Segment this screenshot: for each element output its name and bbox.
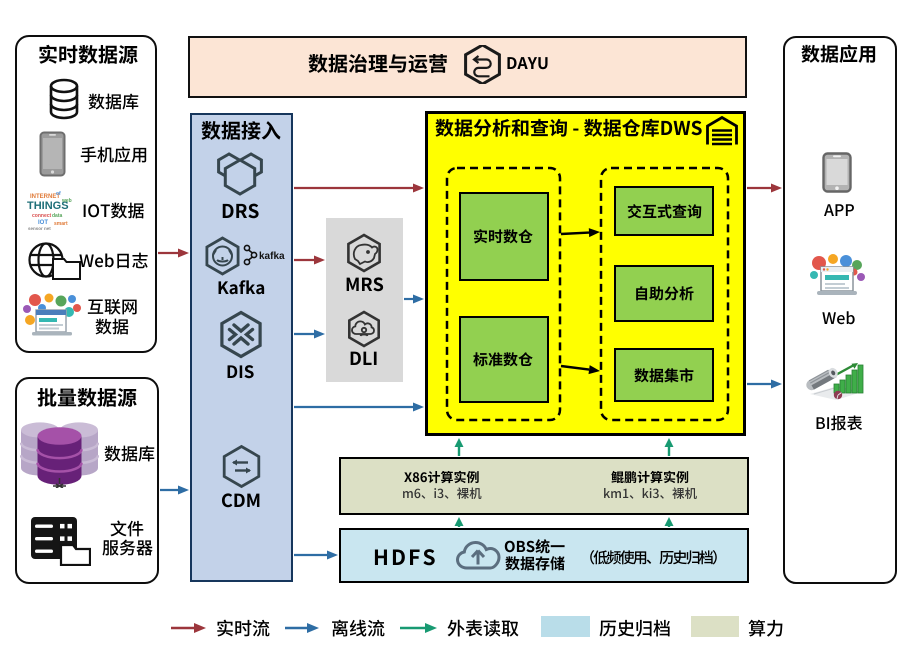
svg-text:of: of — [56, 191, 61, 197]
svg-text:THINGS: THINGS — [27, 200, 69, 212]
svg-text:web: web — [61, 198, 72, 204]
svg-text:sensor net: sensor net — [28, 226, 51, 231]
svg-text:data: data — [52, 213, 63, 219]
svg-text:smart: smart — [54, 221, 68, 227]
svg-text:connect: connect — [32, 213, 52, 219]
svg-text:kafka: kafka — [259, 251, 285, 262]
svg-text:IOT: IOT — [38, 220, 48, 226]
svg-text:INTERNET: INTERNET — [30, 194, 60, 200]
